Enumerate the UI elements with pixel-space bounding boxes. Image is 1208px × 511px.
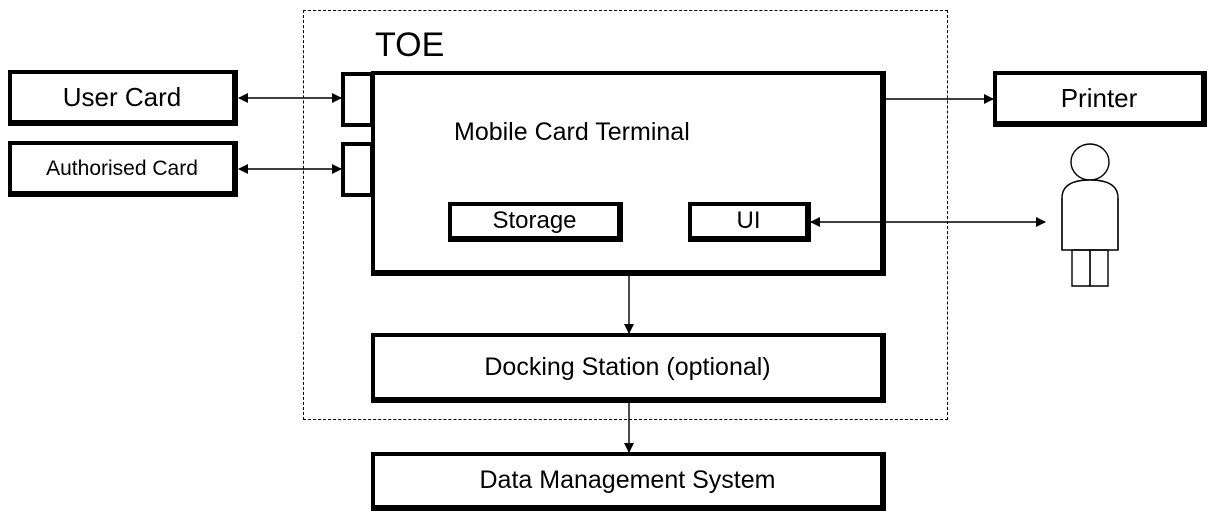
printer-label: Printer — [1060, 83, 1138, 113]
docking-station-box: Docking Station (optional) — [371, 333, 886, 403]
toe-boundary — [303, 10, 948, 420]
user-icon — [1061, 143, 1119, 287]
authorised-card-port — [341, 142, 375, 197]
storage-box: Storage — [448, 202, 623, 242]
storage-label: Storage — [492, 207, 577, 234]
user-card-port — [341, 72, 375, 127]
ui-label: UI — [736, 207, 761, 234]
authorised-card-box: Authorised Card — [8, 141, 238, 197]
data-management-system-box: Data Management System — [371, 452, 886, 511]
user-card-label: User Card — [62, 82, 182, 112]
data-management-system-label: Data Management System — [479, 466, 776, 494]
ui-box: UI — [688, 202, 811, 242]
authorised-card-label: Authorised Card — [46, 156, 198, 180]
mobile-card-terminal-label: Mobile Card Terminal — [454, 118, 690, 146]
printer-box: Printer — [993, 71, 1207, 127]
docking-station-label: Docking Station (optional) — [484, 352, 771, 381]
toe-label: TOE — [375, 26, 445, 64]
user-card-box: User Card — [8, 70, 238, 126]
